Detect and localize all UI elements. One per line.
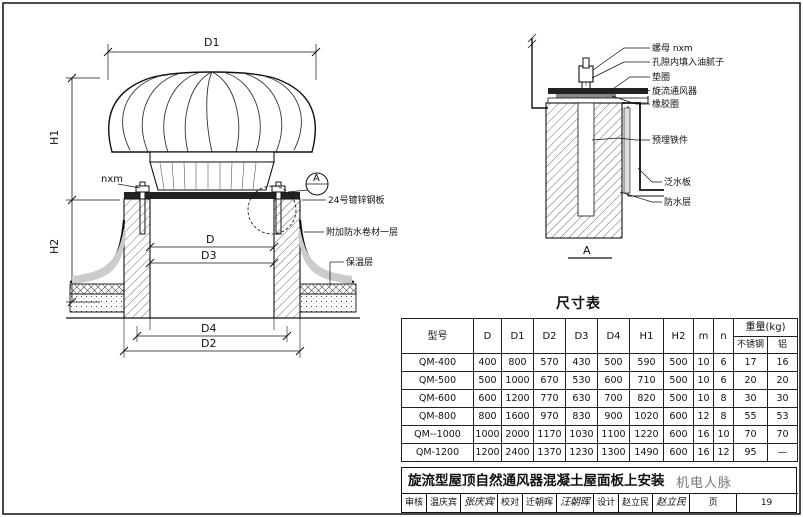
dim-d1-label: D1 — [204, 36, 219, 49]
callout-rubber-ring: 橡胶圈 — [652, 98, 679, 110]
reviewer-name: 温庆宾 — [427, 494, 462, 512]
col-header-model: 型号 — [401, 318, 474, 354]
reviewer-signature: 张庆宾 — [461, 494, 499, 512]
drawing-title: 旋流型屋顶自然通风器混凝土屋面板上安装 — [402, 468, 798, 494]
callout-nut: 螺母 nxm — [652, 43, 693, 54]
turbine-dome — [107, 71, 317, 153]
title-block: 旋流型屋顶自然通风器混凝土屋面板上安装 审核 温庆宾 张庆宾 校对 迁朝晖 汪朝… — [401, 467, 798, 513]
right-curb — [273, 198, 301, 319]
left-curb — [123, 198, 151, 319]
spec-table-title: 尺寸表 — [556, 296, 601, 312]
check-label: 校对 — [498, 494, 524, 512]
callout-flashing: 泛水板 — [664, 176, 691, 188]
left-elevation-drawing: D1 H1 H2 — [48, 36, 398, 358]
col-header-stainless: 不锈钢 — [733, 336, 768, 354]
dim-d4-label: D4 — [201, 322, 216, 335]
page-number: 19 — [760, 498, 773, 508]
col-header-d3: D3 — [565, 318, 598, 354]
col-header-d1: D1 — [501, 318, 534, 354]
col-header-n: n — [713, 318, 734, 354]
callout-washer: 垫圈 — [652, 71, 670, 83]
dim-d3-label: D3 — [201, 249, 216, 262]
section-a-detail: A 螺母 nxm 孔隙内填入油腻子 垫圈 旋流通风器 橡胶圈 预埋铁件 泛水板 … — [527, 33, 724, 259]
dim-d2-label: D2 — [201, 337, 216, 350]
callout-ventilator: 旋流通风器 — [652, 85, 697, 97]
review-label: 审核 — [402, 494, 428, 512]
col-header-m: m — [693, 318, 714, 354]
checker-signature: 汪朝晖 — [557, 494, 595, 512]
membrane-callout: 附加防水卷材一层 — [326, 226, 398, 238]
callout-putty: 孔隙内填入油腻子 — [652, 56, 724, 68]
dim-h1-label: H1 — [48, 130, 61, 145]
section-a-label: A — [583, 244, 591, 257]
svg-text:A: A — [313, 173, 320, 184]
callout-waterproof: 防水层 — [664, 196, 691, 208]
col-header-d4: D4 — [597, 318, 630, 354]
page-label: 页 — [690, 494, 738, 512]
dim-h2-label: H2 — [48, 239, 61, 254]
bolt-callout: nxm — [101, 174, 123, 185]
dim-d-label: D — [206, 233, 214, 246]
watermark: 机电人脉 — [676, 476, 733, 491]
spec-table: 型号 D D1 D2 D3 D4 H1 H2 m n 重量(kg) 不锈钢 铝 … — [401, 318, 799, 462]
designer-name: 赵立民 — [619, 494, 654, 512]
signature-row: 审核 温庆宾 张庆宾 校对 迁朝晖 汪朝晖 设计 赵立民 赵立民 页 19 — [402, 494, 796, 512]
checker-name: 迁朝晖 — [523, 494, 558, 512]
col-header-h2: H2 — [663, 318, 694, 354]
designer-signature: 赵立民 — [653, 494, 691, 512]
callout-embedded-iron: 预埋铁件 — [652, 134, 688, 146]
col-header-aluminum: 铝 — [766, 336, 799, 354]
insulation-callout: 保温层 — [346, 256, 373, 268]
plate-callout: 24号镀锌钢板 — [328, 194, 384, 206]
design-label: 设计 — [594, 494, 620, 512]
col-header-d2: D2 — [533, 318, 566, 354]
col-header-h1: H1 — [629, 318, 664, 354]
col-header-weight: 重量(kg) — [732, 318, 799, 337]
col-header-d: D — [473, 318, 502, 354]
